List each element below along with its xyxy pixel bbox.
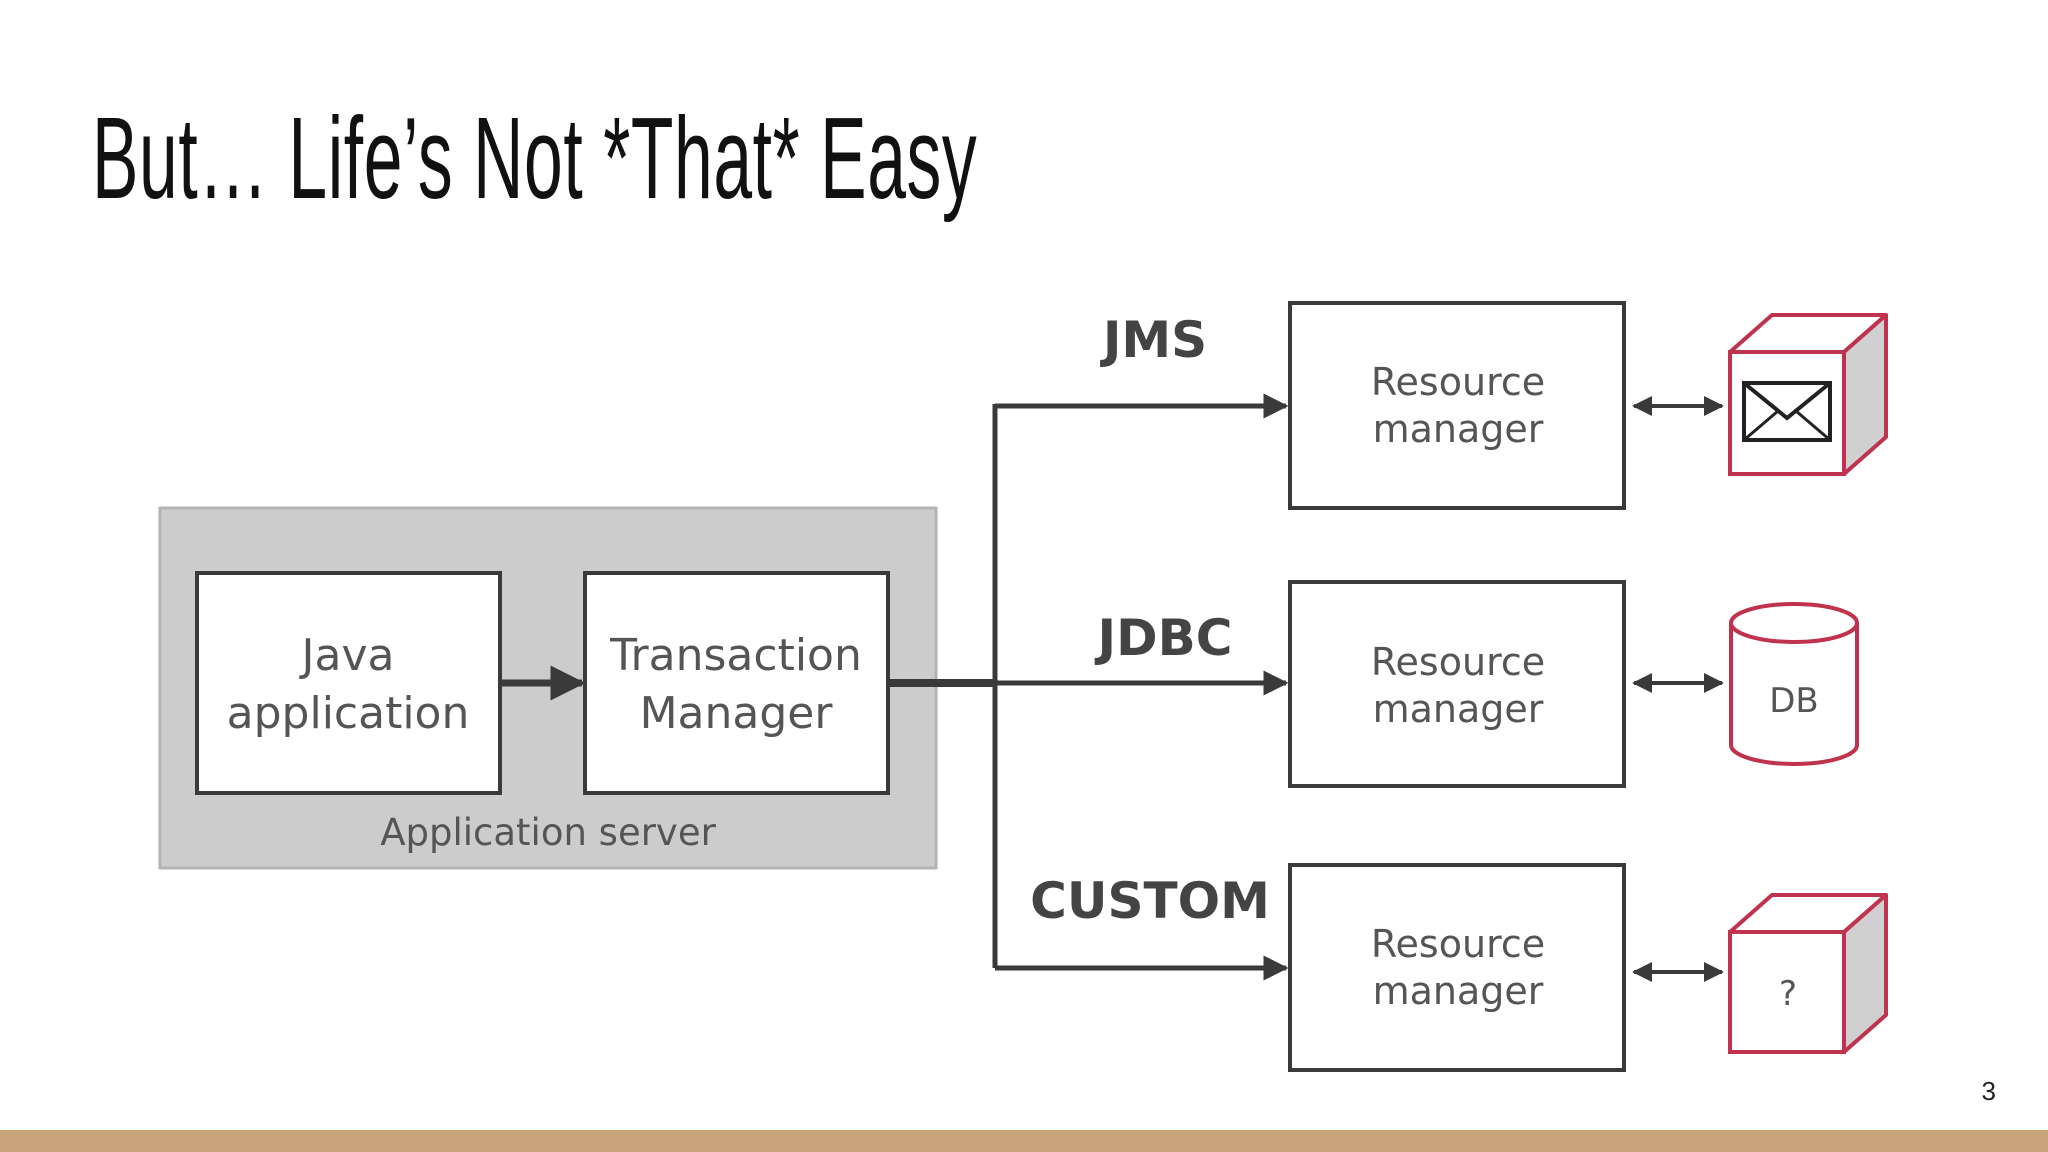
- slide-title: But… Life’s Not *That* Easy: [92, 93, 978, 223]
- java-application-box: Java application: [195, 571, 502, 795]
- envelope-cube-icon: [1728, 313, 1888, 476]
- connector-lines: [888, 393, 1289, 981]
- resource-label-line1: Resource: [1371, 360, 1545, 404]
- resource-label-line1: Resource: [1371, 640, 1545, 684]
- page-number: 3: [1981, 1076, 1996, 1106]
- resource-manager-jms: Resource manager: [1288, 301, 1626, 510]
- footer-bar: [0, 1130, 2048, 1152]
- protocol-label-jms: JMS: [1100, 311, 1207, 369]
- application-server-label: Application server: [380, 811, 716, 854]
- resource-label-line2: manager: [1373, 687, 1544, 731]
- java-app-line1: Java: [299, 630, 395, 681]
- resource-label-line2: manager: [1373, 407, 1544, 451]
- endpoint-connectors: [1632, 396, 1724, 982]
- protocol-label-custom: CUSTOM: [1030, 872, 1270, 930]
- resource-label-line1: Resource: [1371, 922, 1545, 966]
- transaction-manager-box: Transaction Manager: [583, 571, 890, 795]
- tm-line1: Transaction: [609, 630, 862, 681]
- database-label: DB: [1769, 681, 1819, 721]
- unknown-label: ?: [1779, 974, 1797, 1014]
- resource-label-line2: manager: [1373, 969, 1544, 1013]
- tm-line2: Manager: [640, 688, 834, 739]
- unknown-cube-icon: ?: [1728, 893, 1888, 1054]
- protocol-label-jdbc: JDBC: [1095, 609, 1233, 667]
- database-cylinder-icon: DB: [1729, 602, 1859, 766]
- resource-manager-jdbc: Resource manager: [1288, 580, 1626, 788]
- resource-manager-custom: Resource manager: [1288, 863, 1626, 1072]
- java-app-line2: application: [227, 688, 470, 739]
